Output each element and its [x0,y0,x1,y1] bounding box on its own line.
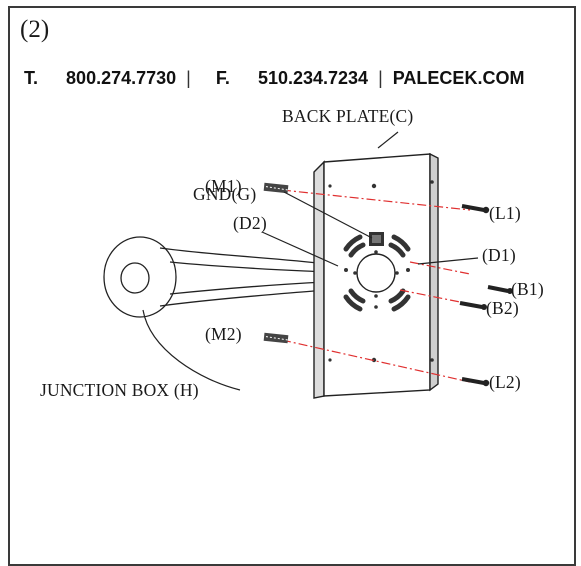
junction-box [103,236,326,318]
diagram-frame [8,6,576,566]
label-b2: (B2) [486,298,519,318]
screw-b2 [459,301,487,310]
screw-l2 [461,377,490,387]
label-gnd: GND(G) [193,184,257,204]
screw-b1 [487,285,513,294]
phone-number: 800.274.7730 [66,68,177,88]
label-d2: (D2) [233,213,267,233]
screw-l1 [461,204,490,214]
wall-anchor-m1 [261,182,289,194]
label-b1: (B1) [511,279,544,299]
separator: | [378,68,383,88]
fax-prefix: F. [215,68,230,88]
phone-prefix: T. [24,68,39,88]
label-m2: (M2) [205,324,242,344]
label-d1: (D1) [482,245,516,265]
contact-line: T. 800.274.7730 | F. 510.234.7234 | PALE… [24,68,524,89]
fax-number: 510.234.7234 [257,68,369,88]
label-m1: (M1) [205,176,242,196]
step-number: (2) [20,16,50,43]
back-plate [313,152,439,399]
label-l2: (L2) [489,372,521,392]
label-junction-box: JUNCTION BOX (H) [40,380,199,400]
alignment-lines [281,189,471,383]
back-plate-assembly-drawing [103,131,513,399]
separator: | [186,68,191,88]
label-l1: (L1) [489,203,521,223]
leader-lines [142,131,479,391]
website: PALECEK.COM [392,68,525,88]
wall-anchor-m2 [261,332,289,344]
label-back-plate: BACK PLATE(C) [282,106,414,126]
